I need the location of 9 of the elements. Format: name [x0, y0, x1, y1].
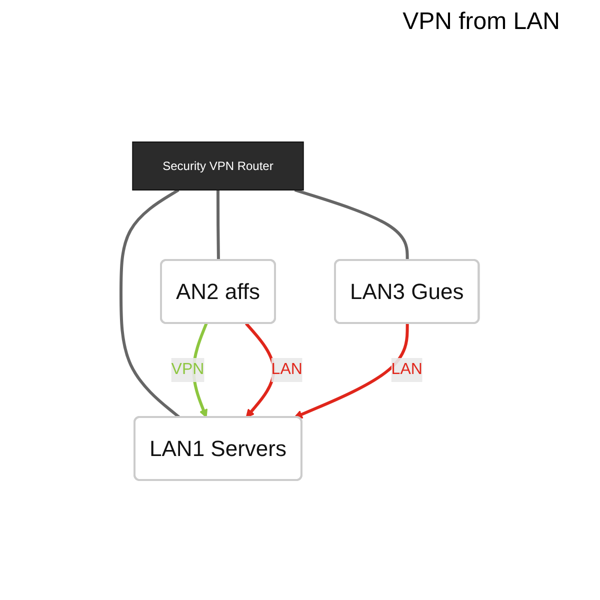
node-box: Security VPN Router — [132, 142, 304, 190]
edge-label: LAN — [391, 361, 423, 378]
edge-label: VPN — [171, 361, 204, 378]
connector — [216, 190, 220, 261]
diagram-title: VPN from LAN — [402, 7, 561, 36]
connector — [294, 188, 409, 261]
connector — [120, 188, 181, 419]
edge-label: LAN — [271, 361, 303, 378]
arrow — [294, 323, 409, 418]
